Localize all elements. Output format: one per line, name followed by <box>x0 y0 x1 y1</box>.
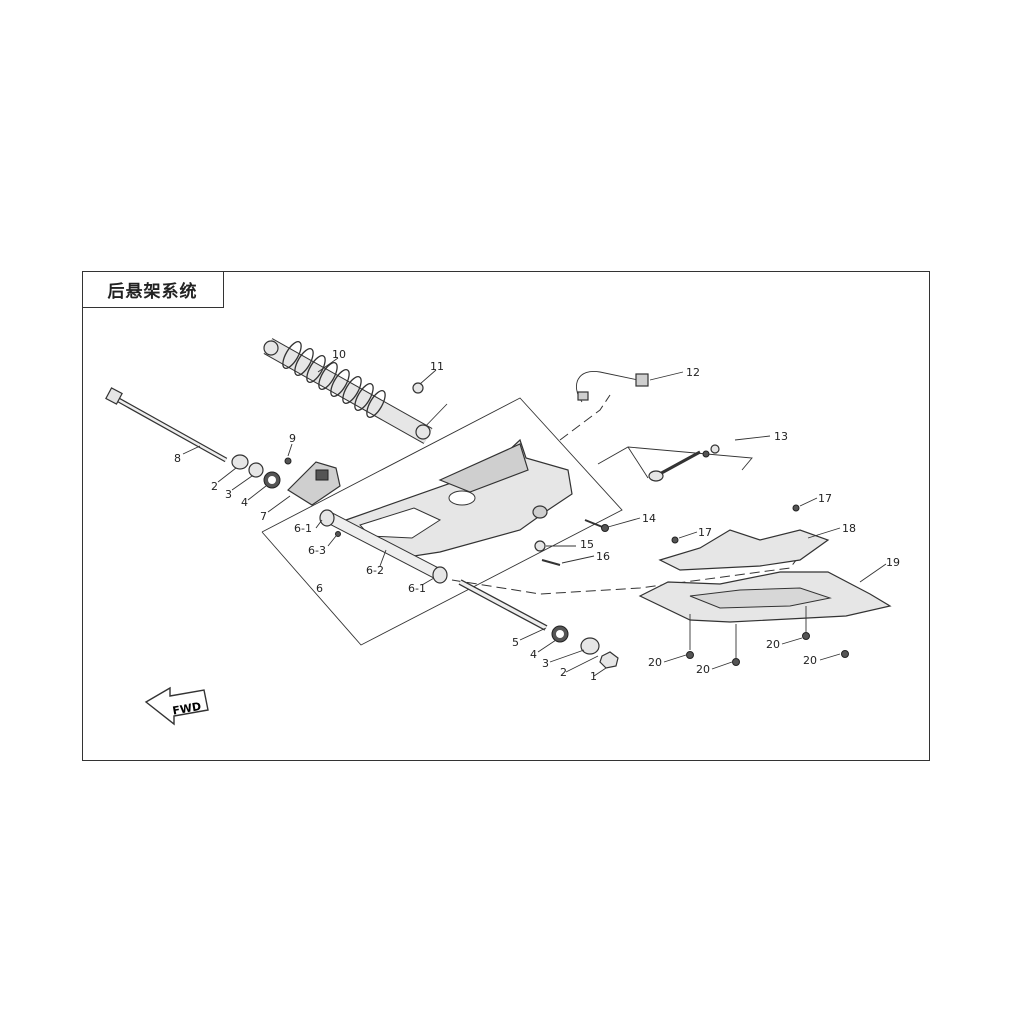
part-14-bolt <box>584 519 609 532</box>
callout-20c: 20 <box>766 638 780 651</box>
callout-2b: 2 <box>560 666 567 679</box>
callout-6: 6 <box>316 582 323 595</box>
right-bushing-set <box>551 625 619 669</box>
fwd-arrow: FWD <box>144 686 209 726</box>
callout-1: 1 <box>590 670 597 683</box>
callout-8: 8 <box>174 452 181 465</box>
callout-6-1a: 6-1 <box>294 522 312 535</box>
leader-lines <box>182 357 887 677</box>
callout-18: 18 <box>842 522 856 535</box>
callout-15: 15 <box>580 538 594 551</box>
left-bushing-set <box>231 454 281 489</box>
swing-arm <box>345 438 573 557</box>
part-8-bolt <box>105 387 228 463</box>
callout-10: 10 <box>332 348 346 361</box>
part-15-clip <box>534 540 546 552</box>
part-7-chain-guard <box>287 461 341 506</box>
callout-6-3: 6-3 <box>308 544 326 557</box>
callout-2a: 2 <box>211 480 218 493</box>
part-16-screw <box>541 559 561 566</box>
part-9-screw <box>284 457 292 465</box>
callout-9: 9 <box>289 432 296 445</box>
callout-6-1b: 6-1 <box>408 582 426 595</box>
callout-5: 5 <box>512 636 519 649</box>
diagram-title: 后悬架系统 <box>82 271 224 308</box>
part-12-sensor-cable <box>576 370 649 403</box>
callout-labels: 1 2 2 3 3 4 4 5 6 6-1 6-1 6-2 6-3 7 8 9 … <box>174 348 900 683</box>
callout-13: 13 <box>774 430 788 443</box>
callout-14: 14 <box>642 512 656 525</box>
part-20-nuts <box>686 632 849 666</box>
callout-17b: 17 <box>818 492 832 505</box>
callout-20b: 20 <box>696 663 710 676</box>
part-11-nut <box>412 382 424 394</box>
part-6-pivot-tube <box>319 509 448 584</box>
callout-17a: 17 <box>698 526 712 539</box>
part-10-shock-absorber <box>263 338 433 444</box>
callout-3a: 3 <box>225 488 232 501</box>
fwd-label: FWD <box>172 700 203 718</box>
callout-6-2: 6-2 <box>366 564 384 577</box>
callout-11: 11 <box>430 360 444 373</box>
callout-20d: 20 <box>803 654 817 667</box>
part-17-bolt-b <box>792 504 800 512</box>
part-17-bolt-a <box>671 536 679 544</box>
part-13-link-rod <box>648 444 720 482</box>
callout-19: 19 <box>886 556 900 569</box>
part-5-axle <box>458 579 548 631</box>
callout-4b: 4 <box>530 648 537 661</box>
callout-4a: 4 <box>241 496 248 509</box>
part-19-frame-plate <box>638 571 892 623</box>
callout-3b: 3 <box>542 657 549 670</box>
part-18-skid-plate <box>658 529 830 571</box>
callout-7: 7 <box>260 510 267 523</box>
callout-12: 12 <box>686 366 700 379</box>
callout-20a: 20 <box>648 656 662 669</box>
callout-16: 16 <box>596 550 610 563</box>
